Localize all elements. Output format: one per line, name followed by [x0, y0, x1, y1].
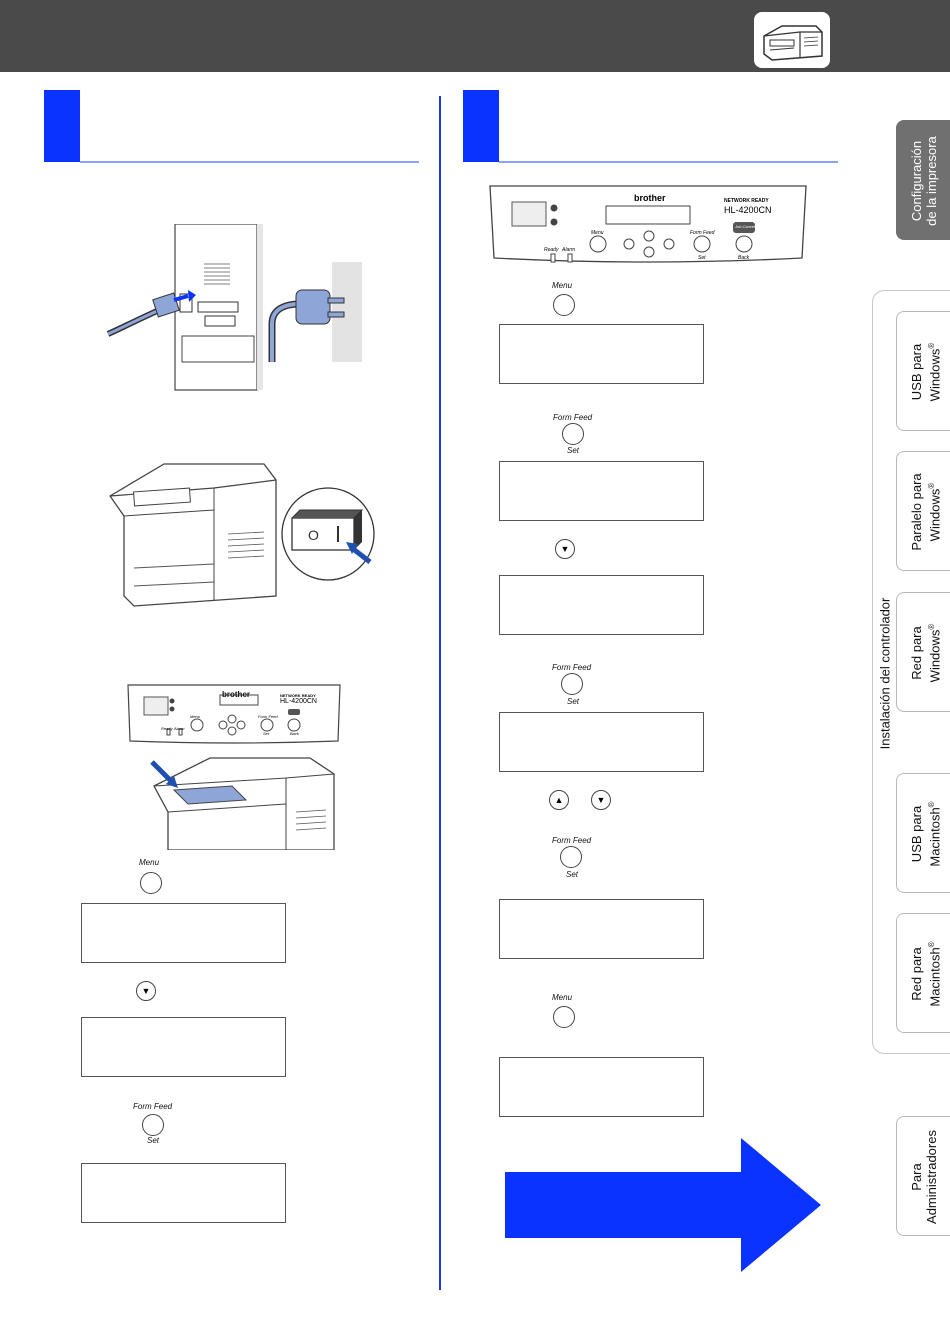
tab-label: Macintosh	[927, 807, 943, 867]
tab-usb-windows[interactable]: USB para Windows®	[896, 311, 950, 431]
cp-left-menu: Menu	[190, 714, 201, 719]
cp-right-job-cancel: Job Cancel	[734, 224, 755, 229]
lcd-display	[81, 1017, 286, 1077]
tab-usb-macintosh[interactable]: USB para Macintosh®	[896, 773, 950, 893]
tab-network-macintosh[interactable]: Red para Macintosh®	[896, 913, 950, 1033]
tab-parallel-windows[interactable]: Paralelo para Windows®	[896, 451, 950, 571]
up-arrow-button[interactable]: ▲	[549, 790, 569, 810]
menu-button-label: Menu	[139, 858, 160, 867]
tab-label: Windows	[927, 348, 943, 402]
lcd-display	[499, 324, 704, 384]
driver-install-caption: Instalación del controlador	[877, 597, 893, 750]
cp-left-brand: brother	[222, 690, 250, 699]
cp-right-form-feed: Form Feed	[690, 230, 715, 236]
menu-button-label: Menu	[552, 993, 573, 1002]
column-divider	[439, 96, 441, 1290]
svg-text:O: O	[308, 527, 319, 543]
driver-install-bracket	[872, 290, 950, 1054]
cp-right-brand: brother	[634, 193, 666, 203]
lcd-display	[81, 1163, 286, 1223]
cp-right-model: HL-4200CN	[724, 205, 772, 215]
form-feed-button-label: Form Feed	[133, 1102, 173, 1111]
cp-left-model: HL-4200CN	[280, 698, 317, 705]
tab-network-windows[interactable]: Red para Windows®	[896, 592, 950, 712]
printer-panel-illustration	[150, 752, 340, 855]
form-feed-set-button[interactable]	[562, 423, 584, 445]
set-button-label: Set	[567, 697, 580, 706]
step-marker-right	[463, 90, 499, 162]
tab-label: Paralelo para	[909, 473, 924, 551]
tab-label: Red para	[909, 947, 924, 1001]
tab-label: USB para	[909, 343, 924, 401]
down-arrow-icon: ▼	[596, 795, 606, 805]
cp-right-alarm: Alarm	[562, 247, 576, 253]
lcd-display	[499, 461, 704, 521]
down-arrow-icon: ▼	[560, 544, 570, 554]
step-underline-left	[80, 161, 419, 163]
lcd-display	[499, 1057, 704, 1117]
down-arrow-button[interactable]: ▼	[136, 981, 156, 1001]
control-panel-right	[486, 184, 810, 273]
form-feed-set-button[interactable]	[560, 846, 582, 868]
control-panel-left	[124, 683, 344, 750]
menu-button[interactable]	[553, 1006, 575, 1028]
menu-button[interactable]	[140, 872, 162, 894]
cp-left-alarm: Alarm	[174, 726, 185, 731]
tab-label: Red para	[909, 626, 924, 680]
power-cord-illustration	[100, 223, 365, 399]
down-arrow-button[interactable]: ▼	[555, 539, 575, 559]
menu-button-label: Menu	[552, 281, 573, 290]
set-button-label: Set	[147, 1136, 160, 1145]
tab-label: Para	[909, 1163, 924, 1191]
lcd-display	[499, 575, 704, 635]
cp-left-ready: Ready	[161, 726, 173, 731]
tab-label: Windows	[927, 488, 943, 542]
cp-left-form-feed: Form Feed	[258, 714, 278, 719]
step-marker-left	[44, 90, 80, 162]
power-switch-illustration: O	[104, 456, 376, 613]
registered-mark: ®	[927, 482, 936, 489]
lcd-display	[499, 712, 704, 772]
registered-mark: ®	[927, 623, 936, 630]
cp-right-set: Set	[698, 255, 706, 261]
form-feed-button-label: Form Feed	[553, 413, 593, 422]
form-feed-button-label: Form Feed	[552, 663, 592, 672]
step-underline-right	[499, 161, 838, 163]
tab-label: Configuración	[909, 140, 924, 222]
set-button-label: Set	[566, 870, 579, 879]
tab-label: Administradores	[924, 1130, 939, 1224]
tab-printer-setup[interactable]: Configuración de la impresora	[896, 120, 950, 240]
form-feed-set-button[interactable]	[561, 673, 583, 695]
registered-mark: ®	[927, 342, 936, 349]
menu-button[interactable]	[553, 294, 575, 316]
lcd-display	[81, 903, 286, 963]
tab-label: USB para	[909, 805, 924, 863]
set-button-label: Set	[567, 446, 580, 455]
registered-mark: ®	[927, 801, 936, 808]
tab-label: Macintosh	[927, 947, 943, 1007]
down-arrow-icon: ▼	[141, 986, 151, 996]
registered-mark: ®	[927, 941, 936, 948]
cp-right-menu: Menu	[591, 230, 604, 236]
cp-right-ready: Ready	[544, 247, 559, 253]
next-arrow-icon[interactable]	[505, 1138, 823, 1277]
tab-administrators[interactable]: Para Administradores	[896, 1116, 950, 1236]
printer-icon	[752, 10, 832, 75]
form-feed-set-button[interactable]	[142, 1114, 164, 1136]
tab-label: Windows	[927, 629, 943, 683]
up-arrow-icon: ▲	[554, 795, 564, 805]
cp-right-network-ready: NETWORK READY	[724, 198, 769, 204]
cp-left-back: Back	[290, 731, 299, 736]
tab-label: de la impresora	[924, 136, 939, 226]
down-arrow-button[interactable]: ▼	[591, 790, 611, 810]
lcd-display	[499, 899, 704, 959]
cp-right-back: Back	[738, 255, 750, 261]
cp-left-set: Set	[263, 731, 270, 736]
form-feed-button-label: Form Feed	[552, 836, 592, 845]
cp-left-network-ready: NETWORK READY	[280, 693, 316, 698]
